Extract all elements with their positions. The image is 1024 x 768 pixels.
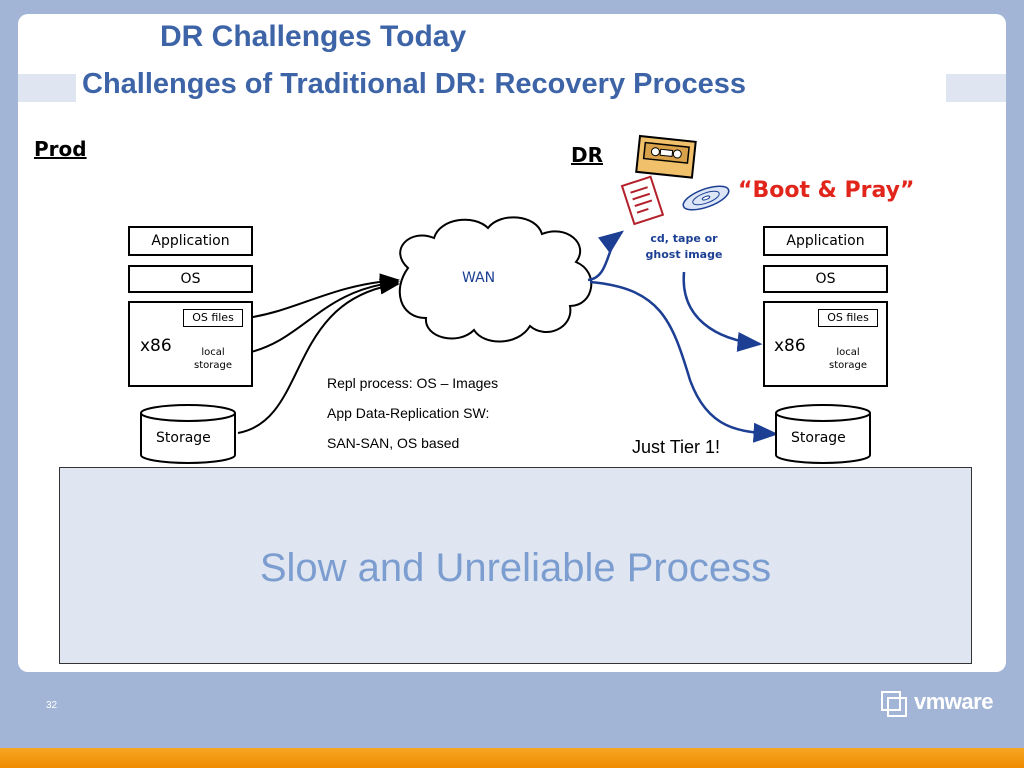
dr-os-box: OS	[763, 265, 888, 293]
dr-os-files-box: OS files	[818, 309, 878, 327]
title-tab-left	[18, 74, 76, 102]
line-os-files-to-wan	[246, 273, 400, 319]
prod-application-box: Application	[128, 226, 253, 256]
result-panel: Slow and Unreliable Process	[59, 467, 972, 664]
line-wan-to-dr-storage	[589, 280, 779, 443]
wan-label: WAN	[462, 270, 496, 286]
document-icon	[620, 175, 665, 226]
line-media-to-dr-server	[682, 271, 763, 352]
dr-storage-label: Storage	[791, 430, 846, 446]
page-number: 32	[46, 700, 58, 711]
dr-local-storage-label: local storage	[829, 347, 867, 371]
boot-pray-label: “Boot & Pray”	[738, 178, 915, 203]
dr-server-label: x86	[774, 336, 806, 356]
prod-site-label: Prod	[34, 137, 87, 161]
footer-band	[0, 672, 1024, 748]
replication-note-3: SAN-SAN, OS based	[327, 435, 460, 451]
dr-storage-cylinder	[775, 404, 871, 464]
replication-note-1: Repl process: OS – Images	[327, 375, 499, 391]
title-tab-right	[946, 74, 1006, 102]
slide-subtitle: Challenges of Traditional DR: Recovery P…	[82, 68, 746, 100]
prod-os-box: OS	[128, 265, 253, 293]
prod-storage-label: Storage	[156, 430, 211, 446]
replication-note-2: App Data-Replication SW:	[327, 405, 490, 421]
slide-title: DR Challenges Today	[160, 20, 467, 53]
media-caption: cd, tape or ghost image	[645, 232, 723, 261]
line-storage-to-wan	[237, 278, 400, 434]
prod-storage-cylinder	[140, 404, 236, 464]
result-text: Slow and Unreliable Process	[259, 546, 772, 590]
prod-os-files-box: OS files	[183, 309, 243, 327]
tape-icon	[635, 134, 697, 179]
vmware-logo: vmware	[914, 689, 993, 714]
dr-application-box: Application	[763, 226, 888, 256]
wan-cloud	[398, 216, 593, 343]
line-local-storage-to-wan	[246, 275, 400, 354]
dr-site-label: DR	[571, 143, 604, 167]
bottom-accent-bar	[0, 748, 1024, 768]
line-wan-to-media	[587, 230, 624, 282]
prod-local-storage-label: local storage	[194, 347, 232, 371]
tier-note: Just Tier 1!	[632, 437, 721, 457]
vmware-logo-mark	[881, 691, 907, 717]
cd-icon	[682, 185, 730, 211]
prod-server-label: x86	[140, 336, 172, 356]
